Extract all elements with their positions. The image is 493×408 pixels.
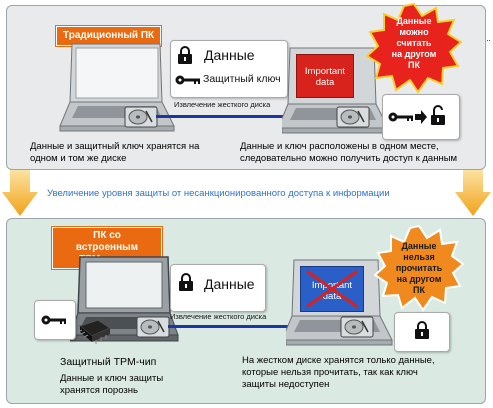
important-data-screen <box>296 54 354 98</box>
arrow-label: Извлечение жесткого диска <box>174 100 271 109</box>
tpm-chip-icon <box>77 319 112 344</box>
laptop-icon <box>59 43 175 132</box>
lock-icon <box>179 273 193 291</box>
key-icon <box>388 112 413 122</box>
bottom-caption-right-line-3: защиты недоступен <box>242 379 330 390</box>
burst-text-line-5: ПК <box>413 285 425 295</box>
hard-disk-icon <box>336 106 370 128</box>
arrow-line <box>156 115 316 118</box>
key-icon <box>41 315 66 325</box>
burst-text-line-5: ПК <box>408 60 420 70</box>
burst-icon <box>374 224 464 312</box>
burst-text-line-4: на другом <box>391 49 437 59</box>
burst-text-line-1: Данные <box>401 241 437 251</box>
burst-text-line-3: считать <box>396 38 432 48</box>
burst-text-line-2: можно <box>399 27 429 37</box>
unlocked-lock-icon <box>431 105 445 125</box>
security-improvement-label: Увеличение уровня защиты от несанкционир… <box>47 188 390 199</box>
down-arrow-icon <box>455 170 491 216</box>
cross-out-icon <box>306 270 358 308</box>
hard-disk-icon <box>124 106 158 128</box>
burst-text-line-2: нельзя <box>403 252 435 262</box>
screen-line-2: data <box>322 291 342 302</box>
lock-icon <box>178 46 192 64</box>
down-arrow-icon <box>2 170 38 216</box>
arrow-line <box>168 325 320 328</box>
key-icon <box>175 75 200 85</box>
tpm-chip-label: Защитный TPM-чип <box>60 356 157 368</box>
hard-disk-icon <box>340 316 374 338</box>
box-data-label: Данные <box>204 276 255 292</box>
burst-text-line-4: на другом <box>396 274 442 284</box>
screen-line-2: data <box>315 77 335 88</box>
top-caption-left-line-2: одном и том же диске <box>30 153 127 164</box>
bottom-caption-right-line-1: На жестком диске хранятся только данные, <box>242 355 435 366</box>
bottom-caption-left-line-2: хранятся порознь <box>60 385 138 396</box>
arrow-label: Извлечение жесткого диска <box>170 312 267 321</box>
burst-text-line-3: прочитать <box>395 263 443 273</box>
bottom-caption-left-line-1: Данные и ключ защиты <box>60 373 164 384</box>
lock-icon <box>415 321 429 339</box>
burst-text-line-1: Данные <box>396 16 432 26</box>
box-data-label: Данные <box>204 47 255 63</box>
top-caption-left-line-1: Данные и защитный ключ хранятся на <box>30 141 200 152</box>
hard-disk-icon <box>136 316 170 338</box>
screen-line-1: Important <box>304 66 346 77</box>
box-key-label: Защитный ключ <box>203 73 281 85</box>
burst-icon <box>366 2 462 94</box>
tpm-tag-line-1: ПК со встроенным <box>75 230 139 253</box>
arrow-right-icon <box>415 110 427 124</box>
screen-line-1: Important <box>311 280 353 291</box>
top-caption-right-line-1: Данные и ключ расположены в одном месте, <box>240 141 439 152</box>
top-caption-right-line-2: следовательно можно получить доступ к да… <box>240 153 458 164</box>
bottom-caption-right-line-2: которые нельзя прочитать, так как ключ <box>242 367 418 378</box>
